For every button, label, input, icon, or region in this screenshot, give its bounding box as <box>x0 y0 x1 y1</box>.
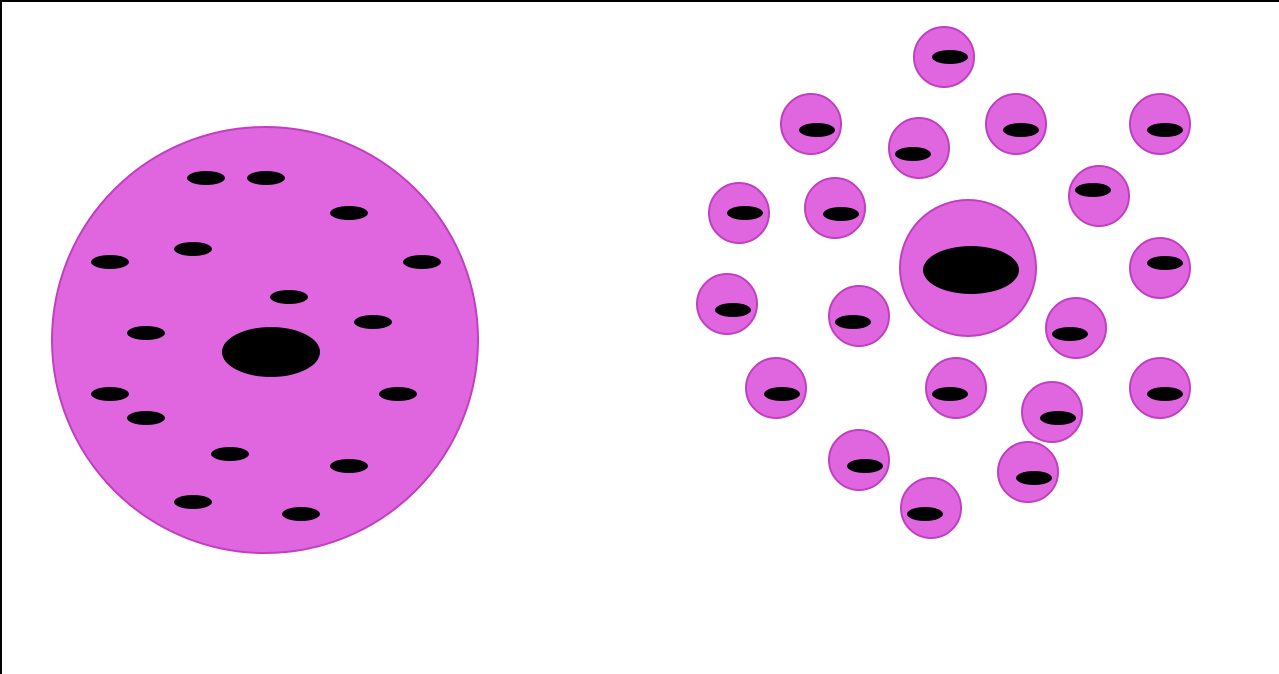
small-cell-nucleus <box>907 507 943 521</box>
small-ellipse <box>187 171 225 185</box>
small-cell-nucleus <box>1016 471 1052 485</box>
small-cell-nucleus <box>764 387 800 401</box>
central-nucleus <box>923 246 1019 294</box>
right-cell-group <box>697 27 1190 538</box>
small-ellipse <box>91 255 129 269</box>
small-cell-nucleus <box>932 50 968 64</box>
small-ellipse <box>174 242 212 256</box>
small-cell-nucleus <box>799 123 835 137</box>
small-cell-nucleus <box>715 303 751 317</box>
small-ellipse <box>354 315 392 329</box>
small-ellipse <box>91 387 129 401</box>
small-cell-nucleus <box>1147 387 1183 401</box>
small-ellipse <box>174 495 212 509</box>
small-ellipse <box>127 326 165 340</box>
small-cell-nucleus <box>727 206 763 220</box>
small-cell-nucleus <box>895 147 931 161</box>
small-ellipse <box>379 387 417 401</box>
small-ellipse <box>403 255 441 269</box>
left-cell-group <box>52 127 478 553</box>
small-ellipse <box>127 411 165 425</box>
small-cell-nucleus <box>932 387 968 401</box>
small-cell-nucleus <box>1040 411 1076 425</box>
small-ellipse <box>270 290 308 304</box>
small-cell-nucleus <box>1147 256 1183 270</box>
small-cell-nucleus <box>847 459 883 473</box>
small-ellipse <box>330 206 368 220</box>
small-cell-nucleus <box>1052 327 1088 341</box>
small-ellipse <box>247 171 285 185</box>
small-ellipse <box>211 447 249 461</box>
small-cell-nucleus <box>1075 183 1111 197</box>
small-cell-nucleus <box>835 315 871 329</box>
small-cell-nucleus <box>823 207 859 221</box>
small-cell-nucleus <box>1147 123 1183 137</box>
small-ellipse <box>282 507 320 521</box>
small-cell-nucleus <box>1003 123 1039 137</box>
small-ellipse <box>330 459 368 473</box>
large-nucleus <box>222 327 320 377</box>
